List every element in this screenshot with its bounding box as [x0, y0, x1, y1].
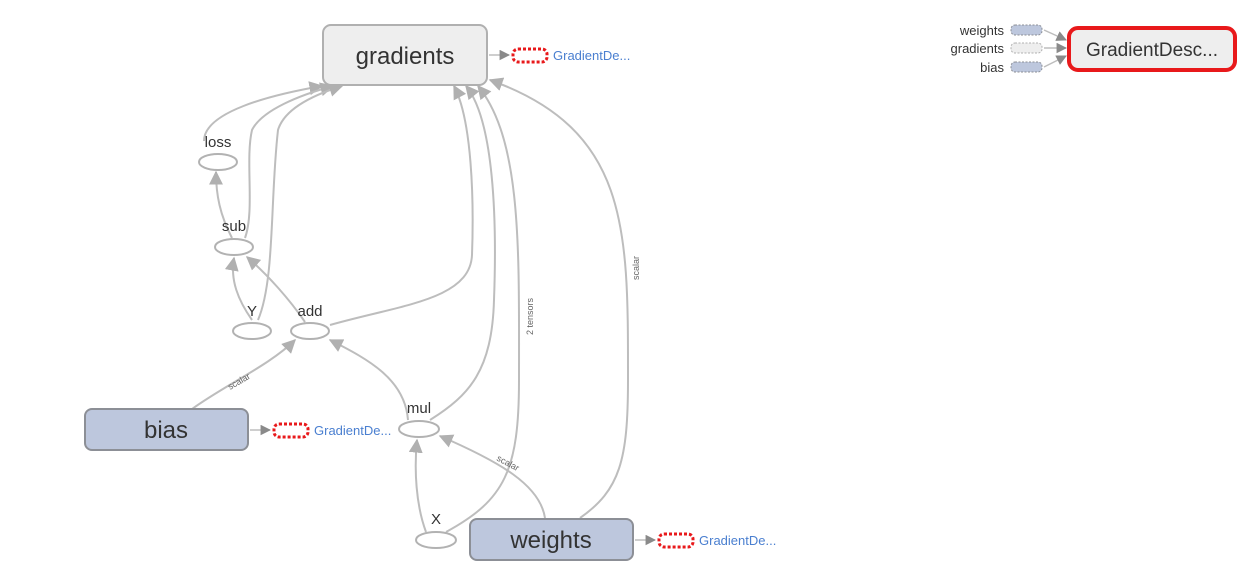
- edge-weights-gradients: [488, 77, 630, 519]
- aux-input-bias-node[interactable]: [1010, 61, 1043, 73]
- mul-node[interactable]: mul: [398, 400, 440, 438]
- gradients-node[interactable]: gradients: [322, 24, 488, 86]
- gradients-ref[interactable]: GradientDe...: [511, 47, 630, 64]
- edge-bias-add: [191, 339, 296, 410]
- aux-edge-weights: [1043, 29, 1067, 41]
- sub-node-label: sub: [222, 218, 246, 235]
- loss-node[interactable]: loss: [198, 134, 238, 171]
- bias-ref[interactable]: GradientDe...: [272, 422, 391, 439]
- gradient-descent-node[interactable]: GradientDesc...: [1067, 26, 1237, 72]
- aux-edge-bias: [1043, 55, 1067, 68]
- sub-node-shape: [214, 238, 254, 256]
- add-node[interactable]: add: [290, 303, 330, 340]
- edge-add-gradients: [329, 84, 474, 326]
- aux-input-weights-label: weights: [959, 23, 1005, 38]
- weights-node-label: weights: [509, 527, 591, 554]
- edge-y-gradients: [257, 83, 344, 321]
- edge-sub-gradients: [244, 82, 335, 239]
- x-node-label: X: [431, 511, 441, 528]
- edge-x-gradients: [445, 84, 521, 533]
- bias-node-label: bias: [144, 417, 188, 444]
- add-node-label: add: [297, 303, 322, 320]
- add-node-shape: [290, 322, 330, 340]
- aux-input-weights-node[interactable]: [1010, 24, 1043, 36]
- gradients-ref-label: GradientDe...: [553, 48, 630, 63]
- edge-weights-mul: [438, 434, 546, 519]
- y-node-shape: [232, 322, 272, 340]
- loss-node-shape: [198, 153, 238, 171]
- weights-ref-label: GradientDe...: [699, 533, 776, 548]
- x-node[interactable]: X: [415, 511, 457, 549]
- bias-ref-label: GradientDe...: [314, 423, 391, 438]
- gradients-node-label: gradients: [356, 43, 455, 70]
- edge-label-weights-gradients: scalar: [631, 256, 641, 280]
- edges: [191, 49, 657, 546]
- edge-mul-add: [328, 339, 409, 421]
- edge-label-bias-add: scalar: [226, 371, 252, 392]
- edge-add-sub: [245, 256, 306, 323]
- aux-input-gradients-node[interactable]: [1010, 42, 1043, 54]
- aux-inputs: weights gradients bias: [951, 23, 1068, 75]
- aux-input-bias-label: bias: [980, 60, 1004, 75]
- bias-node[interactable]: bias: [84, 408, 249, 451]
- aux-input-gradients-label: gradients: [951, 41, 1005, 56]
- edge-x-mul: [408, 438, 427, 533]
- edge-loss-gradients: [203, 81, 324, 142]
- edge-sub-loss: [209, 170, 233, 239]
- y-node-label: Y: [247, 303, 257, 320]
- loss-node-label: loss: [205, 134, 232, 151]
- mul-node-label: mul: [407, 400, 431, 417]
- mul-node-shape: [398, 420, 440, 438]
- x-node-shape: [415, 531, 457, 549]
- edge-y-sub: [224, 256, 253, 321]
- weights-node[interactable]: weights: [469, 518, 634, 561]
- y-node[interactable]: Y: [232, 303, 272, 340]
- sub-node[interactable]: sub: [214, 218, 254, 256]
- weights-ref[interactable]: GradientDe...: [657, 532, 776, 549]
- edge-mul-gradients: [429, 84, 496, 421]
- edge-label-x-gradients: 2 tensors: [525, 297, 535, 335]
- gradient-descent-node-label: GradientDesc...: [1086, 40, 1218, 61]
